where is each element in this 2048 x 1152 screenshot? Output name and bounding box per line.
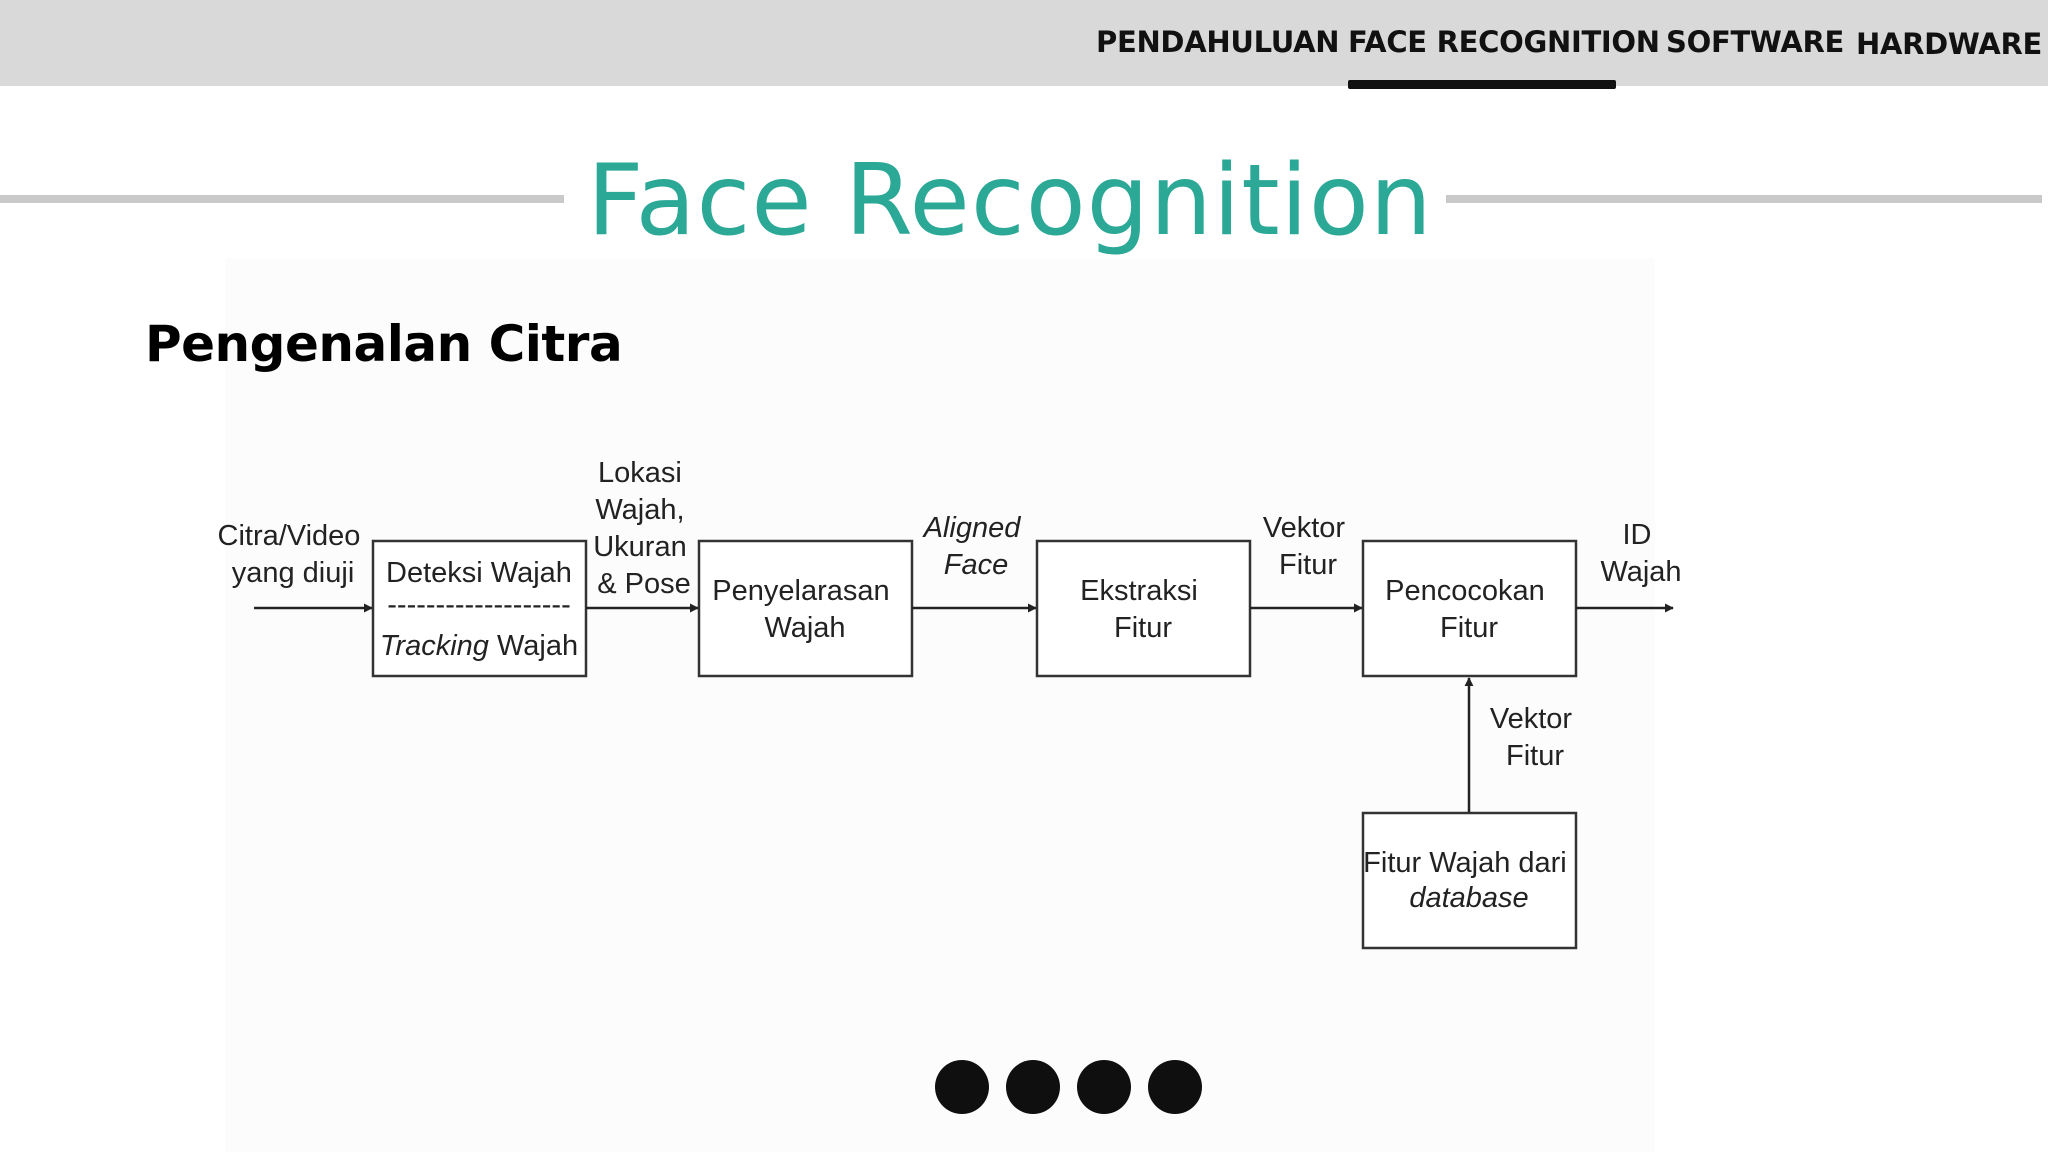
vektor1-line-1: Vektor <box>1263 512 1346 544</box>
pagination-dot-3[interactable] <box>1077 1060 1131 1114</box>
input-label-line-1: Citra/Video <box>218 520 361 552</box>
nav-item-hardware[interactable]: HARDWARE <box>1856 27 2042 61</box>
box-deteksi-bottom-label: Tracking Wajah <box>380 630 578 662</box>
database-line-1: Fitur Wajah dari <box>1363 847 1567 879</box>
ekstraksi-line-1: Ekstraksi <box>1080 575 1198 607</box>
vektor2-line-2: Fitur <box>1506 740 1564 772</box>
tracking-rest: Wajah <box>489 630 578 662</box>
box-ekstraksi-fitur <box>1035 539 1252 678</box>
input-label-line-2: yang diuji <box>232 557 355 589</box>
edge-label-aligned-face: Aligned Face <box>922 512 1029 581</box>
box-fitur-wajah-database <box>1361 811 1578 950</box>
page-title: Face Recognition <box>587 144 1433 258</box>
pencocokan-line-2: Fitur <box>1440 612 1498 644</box>
aligned-line-2: Face <box>944 549 1008 581</box>
lokasi-line-4: & Pose <box>597 568 691 600</box>
pagination-dot-1[interactable] <box>935 1060 989 1114</box>
nav-item-face-recognition[interactable]: FACE RECOGNITION <box>1348 25 1660 59</box>
lokasi-line-1: Lokasi <box>598 457 682 489</box>
box-deteksi-wajah <box>371 539 588 678</box>
nav-item-pendahuluan[interactable]: PENDAHULUAN <box>1096 25 1340 59</box>
ekstraksi-line-2: Fitur <box>1114 612 1172 644</box>
top-navigation-bar: PENDAHULUAN FACE RECOGNITION SOFTWARE HA… <box>0 0 2048 89</box>
aligned-line-1: Aligned <box>922 512 1022 544</box>
edge-label-lokasi: Lokasi Wajah, Ukuran & Pose <box>593 457 695 600</box>
title-rule-right <box>1446 195 2042 203</box>
slide-pagination <box>930 1060 1250 1118</box>
lokasi-line-3: Ukuran <box>593 531 687 563</box>
edge-label-vektor-fitur-1: Vektor Fitur <box>1263 512 1353 581</box>
box-deteksi-top-label: Deteksi Wajah <box>386 557 572 589</box>
vektor1-line-2: Fitur <box>1279 549 1337 581</box>
tracking-word: Tracking <box>380 630 489 662</box>
input-label: Citra/Video yang diuji <box>218 520 369 589</box>
box-database-label: Fitur Wajah dari database <box>1363 847 1575 914</box>
pagination-dot-2[interactable] <box>1006 1060 1060 1114</box>
box-pencocokan-label: Pencocokan Fitur <box>1385 575 1553 644</box>
pencocokan-line-1: Pencocokan <box>1385 575 1545 607</box>
lokasi-line-2: Wajah, <box>595 494 684 526</box>
pagination-dot-4[interactable] <box>1148 1060 1202 1114</box>
vektor2-line-1: Vektor <box>1490 703 1573 735</box>
edge-label-vektor-fitur-2: Vektor Fitur <box>1490 703 1580 772</box>
box-penyelarasan-label: Penyelarasan Wajah <box>712 575 897 644</box>
output-line-1: ID <box>1622 519 1651 551</box>
penyelarasan-line-2: Wajah <box>764 612 845 644</box>
title-rule-left <box>0 195 564 203</box>
output-label: ID Wajah <box>1600 519 1681 588</box>
database-line-2: database <box>1409 882 1528 914</box>
active-tab-indicator <box>1348 80 1616 89</box>
penyelarasan-line-1: Penyelarasan <box>712 575 889 607</box>
box-pencocokan-fitur <box>1361 539 1578 678</box>
box-ekstraksi-label: Ekstraksi Fitur <box>1080 575 1206 644</box>
box-penyelarasan-wajah <box>697 539 914 678</box>
output-line-2: Wajah <box>1600 556 1681 588</box>
section-heading: Pengenalan Citra <box>145 315 623 373</box>
nav-item-software[interactable]: SOFTWARE <box>1666 25 1845 59</box>
box-deteksi-divider: ------------------- <box>387 589 571 621</box>
diagram-panel <box>225 258 1655 1152</box>
